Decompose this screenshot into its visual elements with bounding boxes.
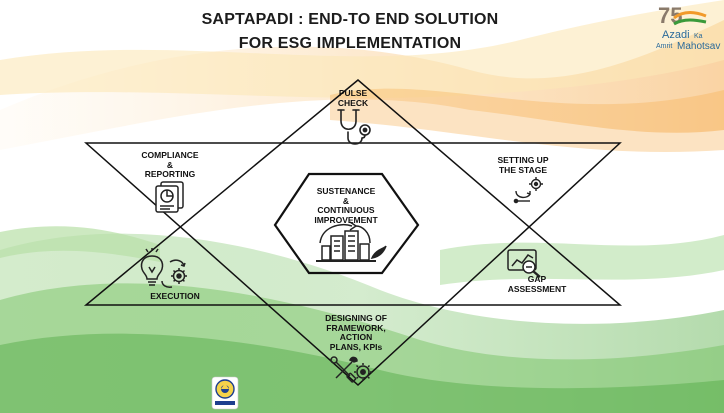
- slide-title-line2: FOR ESG IMPLEMENTATION: [238, 35, 462, 52]
- stethoscope-icon: [337, 109, 371, 145]
- logo-azadi: Azadi: [662, 29, 690, 41]
- gear-arrows-icon: [513, 177, 543, 204]
- upward-triangle: [83, 79, 623, 306]
- lightbulb-gears-icon: [140, 248, 187, 288]
- logo-mahotsav: Mahotsav: [677, 41, 721, 52]
- flag-swoosh-icon: [673, 11, 707, 26]
- label-compliance-reporting: COMPLIANCE & REPORTING: [141, 150, 199, 179]
- tools-gear-icon: [330, 356, 372, 383]
- sustainable-building-icon: [316, 221, 387, 262]
- logo-ka: Ka: [694, 33, 703, 40]
- report-document-icon: [155, 181, 184, 213]
- slide-title-line1: SAPTAPADI : END-TO END SOLUTION: [201, 11, 499, 28]
- logo-amrit: Amrit: [656, 43, 673, 50]
- label-execution: EXECUTION: [150, 291, 200, 301]
- institute-emblem-icon: [211, 376, 239, 410]
- label-gap-assessment: GAP ASSESSMENT: [507, 274, 567, 294]
- downward-triangle: [84, 142, 622, 387]
- magnifier-analysis-icon: [507, 249, 541, 278]
- label-designing-framework: DESIGNING OF FRAMEWORK, ACTION PLANS, KP…: [325, 313, 387, 352]
- label-center-sustenance: SUSTENANCE & CONTINUOUS IMPROVEMENT: [314, 186, 378, 225]
- label-pulse-check: PULSE CHECK: [337, 88, 369, 108]
- azadi-ka-amrit-mahotsav-logo: 75 Azadi Ka Amrit Mahotsav: [648, 3, 724, 58]
- label-setting-up-the-stage: SETTING UP THE STAGE: [497, 155, 549, 175]
- center-hexagon: [273, 172, 420, 275]
